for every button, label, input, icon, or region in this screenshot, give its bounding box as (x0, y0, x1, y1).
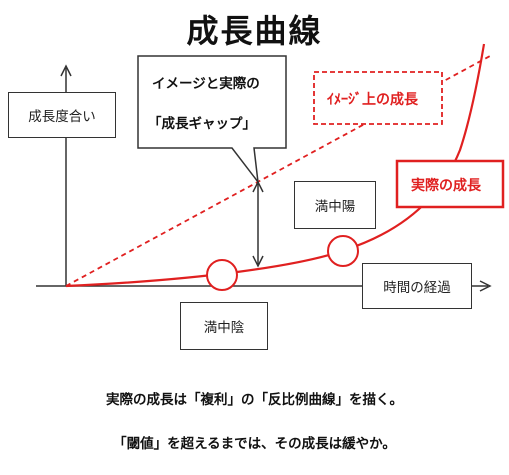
full-yin-box: 満中陰 (180, 302, 268, 350)
actual-growth-box (395, 159, 505, 209)
x-axis-arrow (479, 280, 492, 292)
image-growth-label: ｲﾒｰｼﾞ上の成長 (327, 92, 418, 108)
full-yang-box: 満中陽 (294, 181, 376, 229)
actual-growth-label: 実際の成長 (411, 178, 481, 194)
gap-arrow-bottom (252, 255, 264, 268)
y-axis-arrow (60, 64, 72, 77)
full-yin-point (206, 259, 238, 291)
diagram-title: 成長曲線 (186, 12, 323, 50)
x-axis-label-box: 時間の経過 (362, 263, 472, 309)
gap-callout-bubble (137, 55, 287, 185)
full-yang-label: 満中陽 (314, 199, 356, 215)
image-growth-box (313, 71, 443, 125)
x-axis-label: 時間の経過 (383, 280, 451, 296)
y-axis-label: 成長度合い (28, 109, 96, 125)
y-axis-label-box: 成長度合い (8, 92, 116, 138)
full-yang-point (327, 235, 359, 267)
full-yin-label: 満中陰 (203, 320, 245, 336)
gap-callout-line2: 「成長ギャップ」 (148, 116, 256, 132)
caption-line2: 「閾値」を超えるまでは、その成長は緩やか。 (113, 436, 396, 452)
gap-callout-line1: イメージと実際の (152, 76, 260, 92)
caption-line1: 実際の成長は「複利」の「反比例曲線」を描く。 (106, 392, 403, 408)
